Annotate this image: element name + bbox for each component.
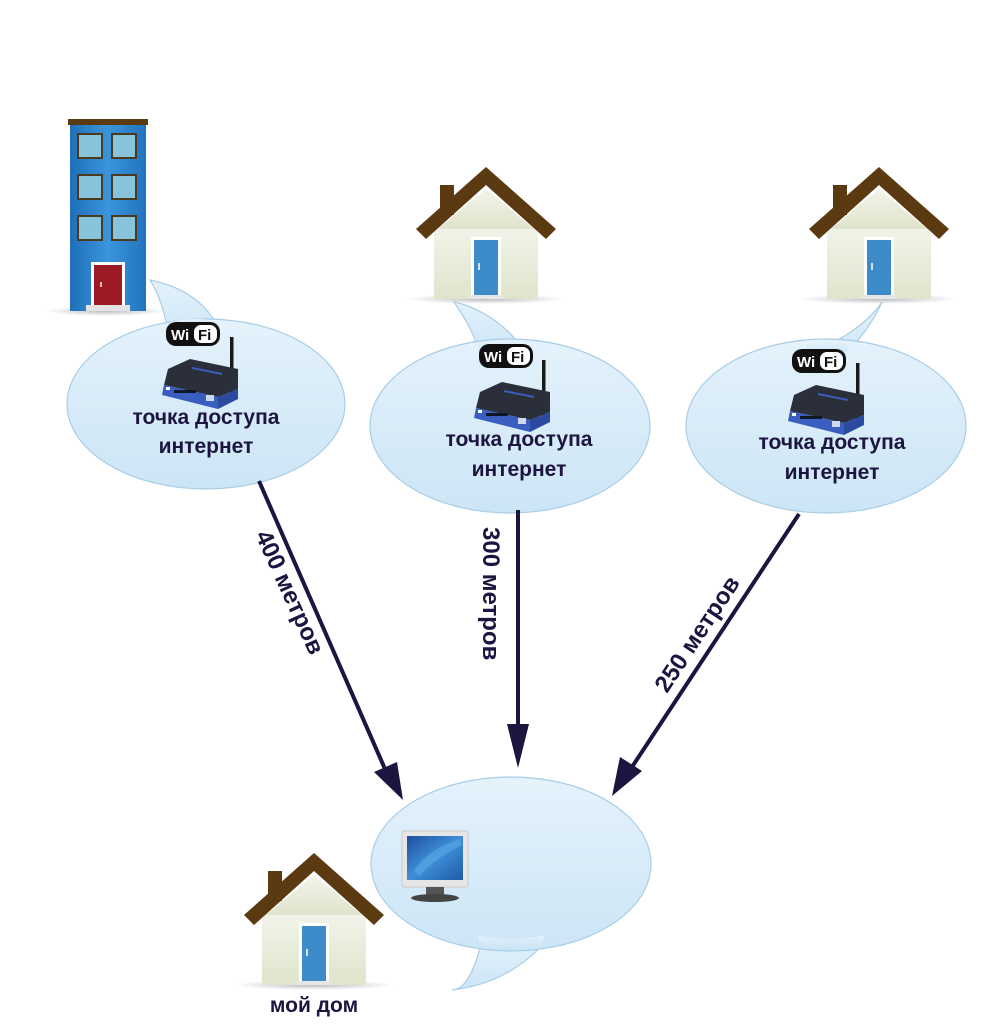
wifi-badge-2: Wi Fi — [479, 344, 533, 368]
distance-arrow-1 — [257, 480, 403, 800]
wifi-badge-right: Fi — [198, 327, 211, 344]
wifi-badge-3: Wi Fi — [792, 349, 846, 373]
house-icon-1 — [406, 167, 566, 304]
distance-arrow-2 — [507, 510, 529, 768]
wifi-badge-right: Fi — [824, 354, 837, 371]
wifi-badge-left: Wi — [484, 349, 502, 366]
distance-arrow-3 — [612, 512, 801, 796]
access-point-label-1-line1: точка доступа — [133, 406, 280, 429]
wifi-badge-1: Wi Fi — [166, 322, 220, 346]
access-point-label-3-line2: интернет — [785, 461, 880, 484]
distance-label-250: 250 метров — [649, 571, 745, 697]
access-point-label-2-line2: интернет — [472, 458, 567, 481]
house-icon-2 — [799, 167, 959, 304]
computer-monitor-icon — [401, 830, 469, 902]
office-building-icon — [46, 119, 166, 316]
destination-bubble — [370, 776, 652, 991]
wifi-badge-right: Fi — [511, 349, 524, 366]
wifi-badge-left: Wi — [797, 354, 815, 371]
access-point-label-3-line1: точка доступа — [759, 431, 906, 454]
my-home-label: мой дом — [270, 994, 358, 1017]
distance-label-300: 300 метров — [477, 527, 504, 660]
wifi-badge-left: Wi — [171, 327, 189, 344]
access-point-label-2-line1: точка доступа — [446, 428, 593, 451]
my-house-icon — [234, 853, 394, 990]
access-point-label-1-line2: интернет — [159, 435, 254, 458]
